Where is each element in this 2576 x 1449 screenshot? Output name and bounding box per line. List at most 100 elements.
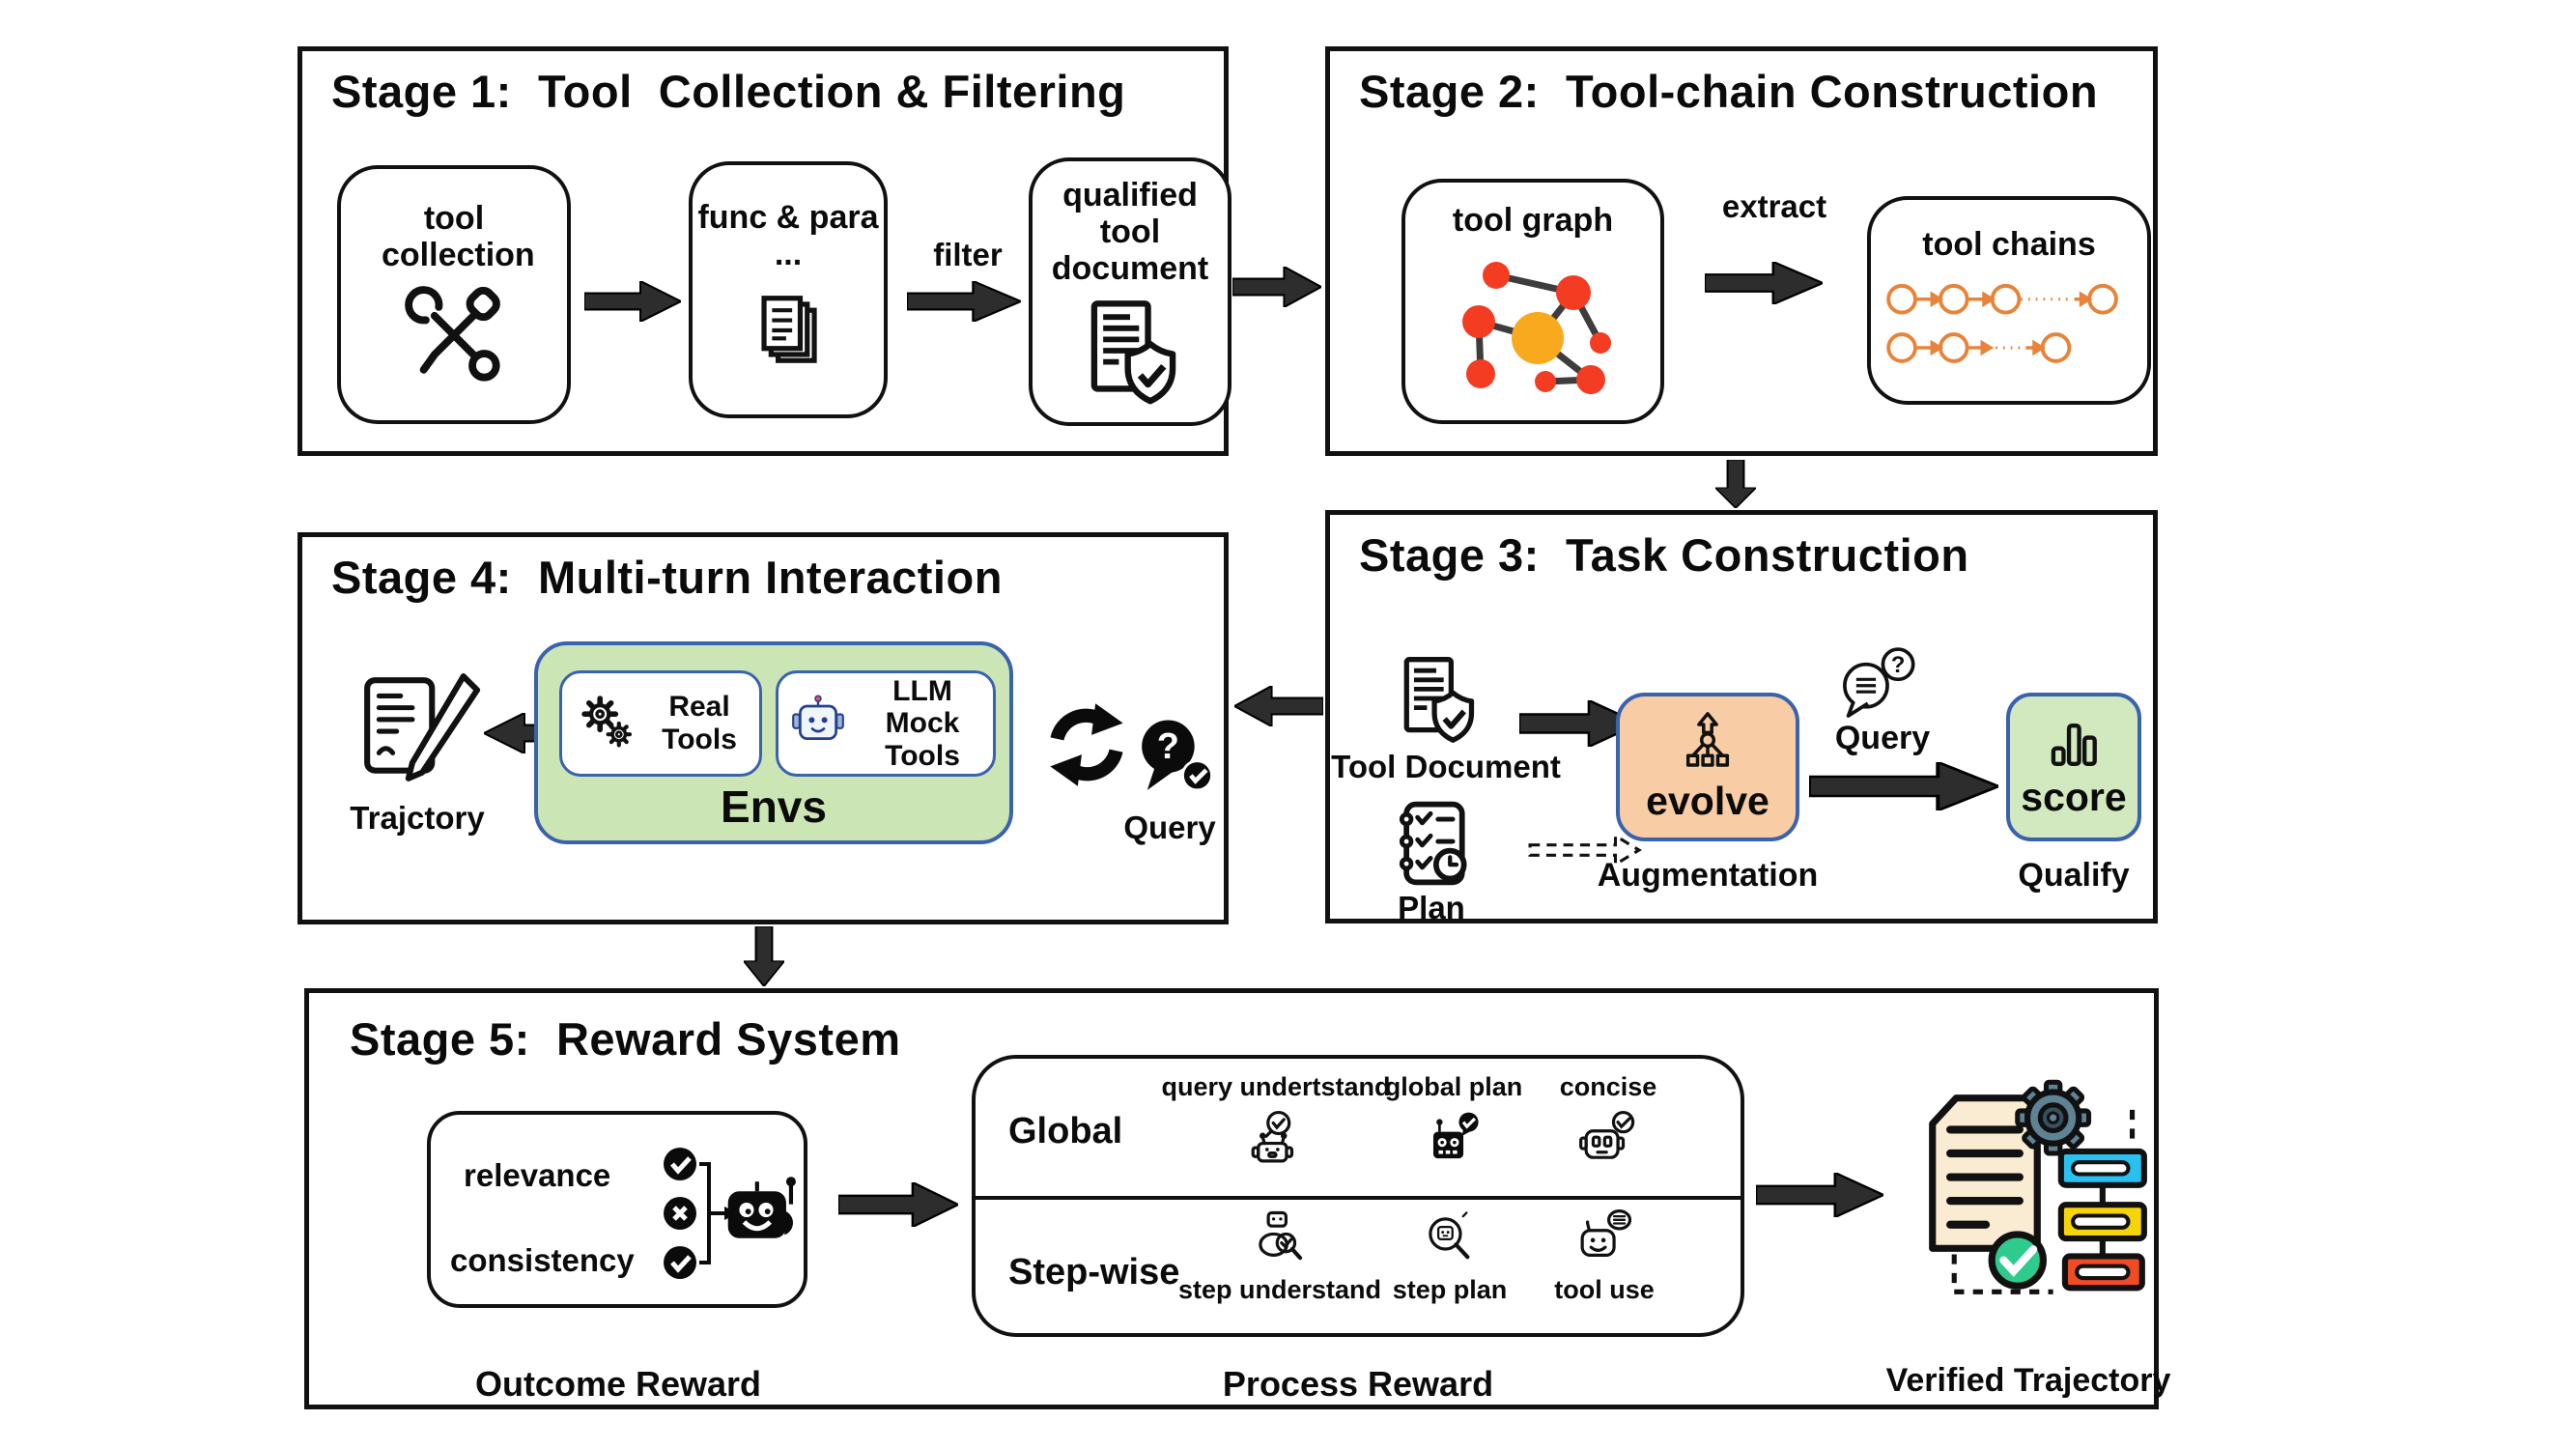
tool-collection-box: tool collection (337, 165, 571, 424)
tool-chains-box: tool chains (1867, 196, 2151, 405)
score-box: score (2006, 693, 2141, 841)
stage3-arrow-query (1809, 762, 1998, 810)
process-reward-label: Process Reward (1222, 1364, 1494, 1404)
stage-2-panel: Stage 2: Tool-chain Construction tool gr… (1325, 46, 2158, 456)
envs-box: Real Tools LLM Mock Tools Envs (534, 641, 1013, 844)
documents-icon (761, 296, 817, 363)
cycle-icon (1050, 703, 1123, 786)
envs-label: Envs (721, 781, 827, 832)
stage-3-panel: Stage 3: Task Construction Tool Document (1325, 510, 2158, 925)
evolve-label: evolve (1646, 778, 1769, 823)
pr-label-step-plan: step plan (1392, 1275, 1508, 1304)
stage4-query-label: Query (1123, 810, 1216, 845)
augmentation-label: Augmentation (1597, 857, 1819, 894)
outcome-robot-icon (727, 1177, 796, 1238)
pr-label-concise: concise (1559, 1072, 1657, 1101)
tool-graph-box: tool graph (1401, 179, 1664, 424)
relevance-label: relevance (464, 1157, 611, 1193)
doc-shield-icon (1090, 300, 1176, 405)
pr-global-plan-icon (1432, 1112, 1479, 1159)
stage-3-title: Stage 3: Task Construction (1359, 529, 1969, 581)
evolve-icon (1685, 711, 1730, 767)
bubble-question-icon: ? (1843, 647, 1915, 718)
query-bubble-icon: ? (1142, 720, 1213, 792)
stage2-arrow (1705, 262, 1823, 304)
stage-1-panel: Stage 1: Tool Collection & Filtering too… (297, 46, 1231, 456)
tool-chains-label: tool chains (1922, 225, 2096, 263)
global-row-label: Global (1008, 1111, 1123, 1151)
pr-step-understand-icon (1259, 1210, 1303, 1261)
svg-text:?: ? (1157, 725, 1179, 766)
tool-graph-label: tool graph (1452, 201, 1614, 239)
llm-mock-tools-box: LLM Mock Tools (776, 670, 996, 777)
filter-label: filter (933, 237, 1003, 272)
stage5-arrow-2 (1756, 1173, 1883, 1217)
outcome-reward-label: Outcome Reward (474, 1364, 762, 1404)
trajectory-label: Trajctory (350, 800, 485, 836)
pr-label-global-plan: global plan (1384, 1072, 1523, 1101)
pr-tool-use-icon (1580, 1209, 1632, 1257)
graph-icon (1462, 262, 1611, 395)
stage3-query-label: Query (1834, 720, 1931, 756)
stage-1-title: Stage 1: Tool Collection & Filtering (331, 66, 1126, 117)
tool-document-label: Tool Document (1331, 749, 1561, 784)
stage5-arrow-1 (838, 1182, 958, 1227)
stage3-dashed-arrow (1527, 832, 1645, 868)
outcome-reward-box: relevance consistency (427, 1111, 807, 1308)
verified-trajectory-label: Verified Trajectory (1885, 1362, 2171, 1399)
real-tools-box: Real Tools (559, 670, 762, 777)
pr-item-query-understand: query undertstand (1161, 1072, 1391, 1170)
chains-icon (1886, 283, 2118, 363)
qualified-tool-document-label: qualified tool document (1051, 176, 1209, 288)
pr-query-understand-icon (1251, 1110, 1294, 1163)
evolve-box: evolve (1616, 693, 1799, 841)
arrow-stage2-to-stage3 (1715, 460, 1756, 508)
outcome-checks-icon (664, 1148, 738, 1279)
stage-5-title: Stage 5: Reward System (350, 1013, 901, 1065)
stage-2-title: Stage 2: Tool-chain Construction (1359, 66, 2099, 117)
arrow-stage4-to-stage5 (744, 926, 784, 986)
pr-item-step-plan: step plan (1339, 1208, 1561, 1305)
robot-icon (792, 695, 844, 740)
pr-label-tool-use: tool use (1554, 1275, 1655, 1304)
stage-4-title: Stage 4: Multi-turn Interaction (331, 552, 1003, 603)
score-icon (2051, 723, 2097, 766)
stepwise-row-label: Step-wise (1008, 1252, 1180, 1293)
plan-label: Plan (1398, 890, 1465, 925)
extract-label: extract (1721, 188, 1827, 224)
pr-item-step-understand: step understand (1169, 1208, 1391, 1305)
pr-item-concise: concise (1497, 1072, 1719, 1170)
llm-mock-tools-label: LLM Mock Tools (885, 674, 960, 772)
tool-document-icon (1403, 657, 1475, 743)
pr-step-plan-icon (1429, 1211, 1470, 1260)
verified-trajectory-icon (1929, 1079, 2147, 1294)
pr-item-global-plan: global plan (1343, 1072, 1565, 1170)
consistency-label: consistency (450, 1242, 635, 1278)
arrow-stage1-to-stage2 (1232, 267, 1321, 307)
stage3-arrow-tooldoc (1519, 700, 1639, 747)
pr-item-tool-use: tool use (1493, 1208, 1715, 1305)
plan-icon (1399, 801, 1467, 886)
pr-label-step-understand: step understand (1177, 1275, 1382, 1304)
stage-5-panel: Stage 5: Reward System relevance consist… (304, 988, 2170, 1409)
qualify-label: Qualify (2018, 857, 2130, 894)
process-reward-box: Global Step-wise query undertstand (972, 1055, 1744, 1337)
stage-4-panel: Stage 4: Multi-turn Interaction Trajctor… (297, 532, 1229, 924)
qualified-tool-document-box: qualified tool document (1029, 157, 1231, 426)
svg-text:?: ? (1891, 652, 1906, 678)
trajectory-icon (364, 673, 481, 781)
score-label: score (2021, 774, 2127, 819)
pr-concise-icon (1579, 1110, 1635, 1159)
gears-icon (581, 696, 633, 748)
arrow-stage3-to-stage4 (1234, 686, 1323, 726)
stage1-arrow-2 (907, 281, 1021, 322)
func-para-ellipsis: ... (774, 236, 803, 272)
process-divider (976, 1196, 1741, 1200)
stage1-arrow-1 (584, 281, 681, 322)
func-para-label: func & para (697, 198, 879, 236)
tools-icon (405, 286, 500, 382)
pr-label-query-understand: query undertstand (1161, 1072, 1391, 1101)
real-tools-label: Real Tools (662, 691, 737, 755)
func-para-box: func & para ... (689, 161, 888, 418)
